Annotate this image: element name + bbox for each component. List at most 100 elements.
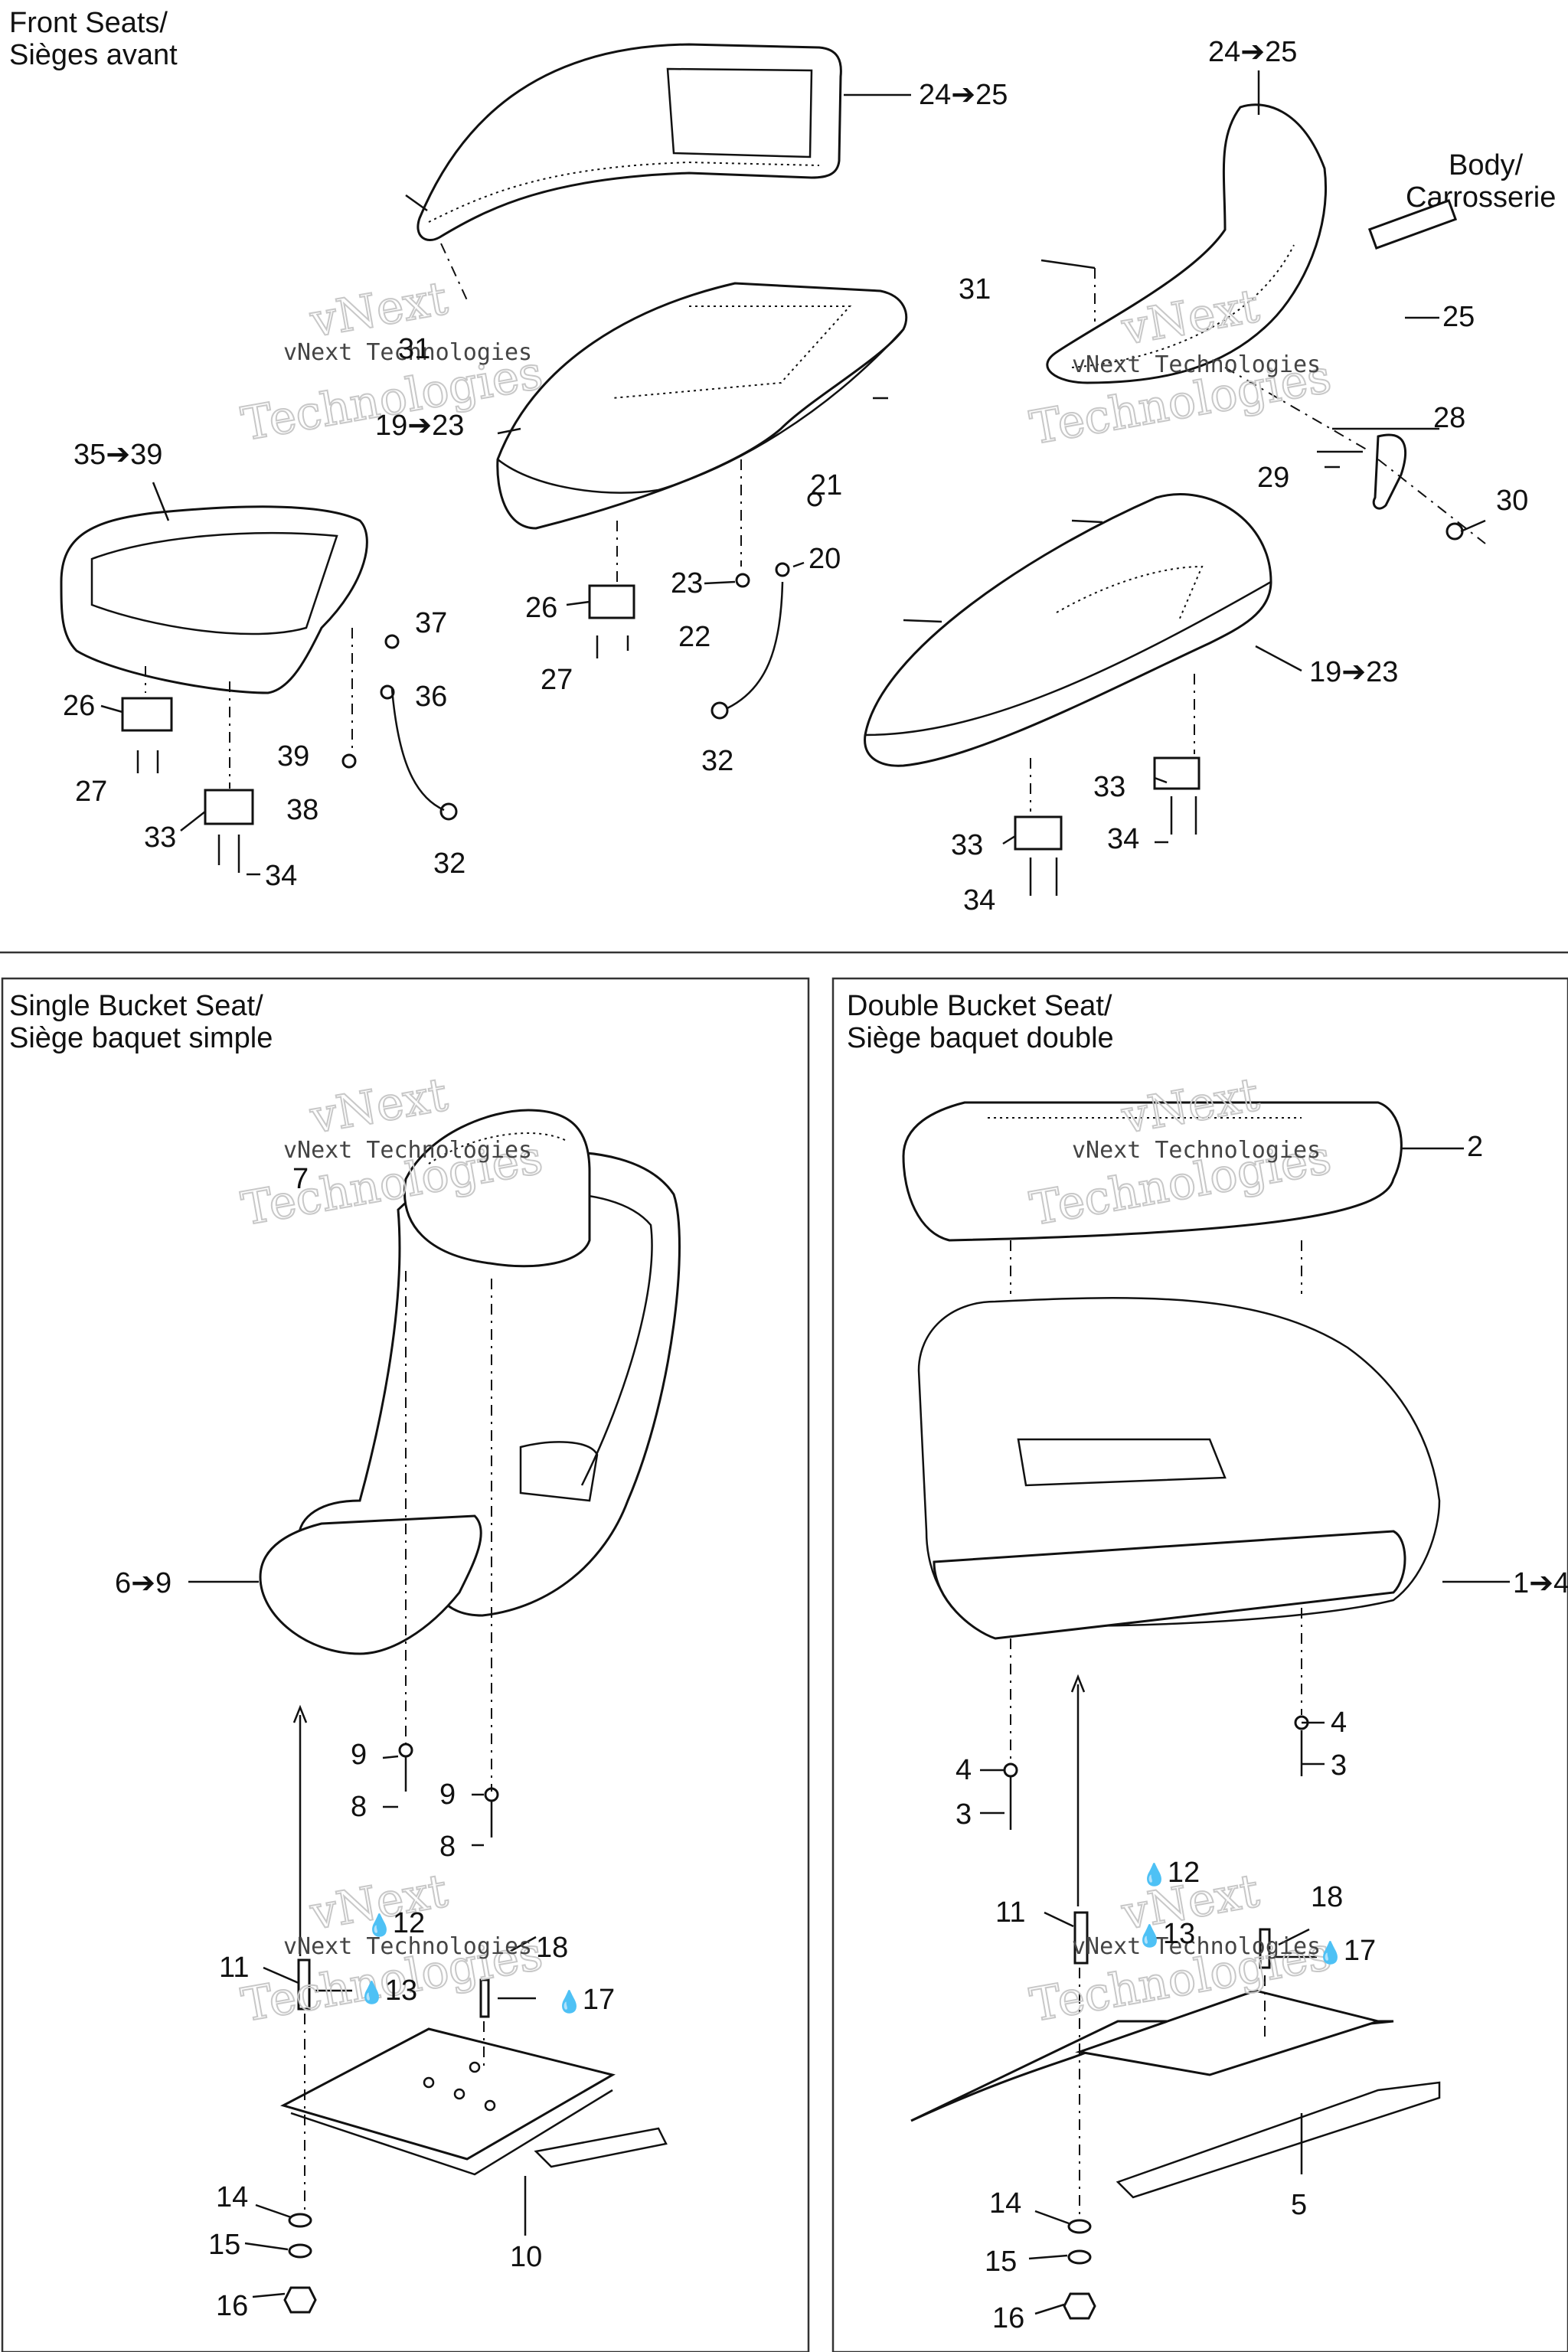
callout-24-25-b: 24➔25 bbox=[1208, 36, 1297, 68]
callout-15-double: 15 bbox=[985, 2246, 1017, 2278]
watermark-1s: vNext Technologies bbox=[283, 339, 532, 366]
callout-31-b: 31 bbox=[398, 333, 430, 365]
right-backrest bbox=[1046, 103, 1328, 384]
callout-16-single: 16 bbox=[216, 2290, 248, 2322]
callout-9-a: 9 bbox=[351, 1739, 367, 1771]
callout-13-double-num: 13 bbox=[1163, 1918, 1195, 1950]
callout-17-single-num: 17 bbox=[583, 1984, 615, 2016]
double-bucket-title-en: Double Bucket Seat/ bbox=[847, 990, 1112, 1022]
watermark-5s: vNext Technologies bbox=[283, 1933, 532, 1960]
callout-29: 29 bbox=[1257, 462, 1289, 494]
watermark-6s: vNext Technologies bbox=[1072, 1933, 1321, 1960]
callout-4-a: 4 bbox=[1331, 1707, 1347, 1739]
callout-34-a: 34 bbox=[1107, 823, 1139, 855]
single-bucket-frame bbox=[1, 977, 810, 2352]
callout-14-single: 14 bbox=[216, 2181, 248, 2213]
callout-32-a: 32 bbox=[701, 745, 733, 777]
callout-30: 30 bbox=[1496, 485, 1528, 517]
callout-28: 28 bbox=[1433, 402, 1465, 434]
hardware-front bbox=[121, 199, 1464, 896]
single-bucket-title-fr: Siège baquet simple bbox=[9, 1022, 273, 1054]
guide-lines-single bbox=[188, 1271, 537, 2298]
callouts-front: 24➔25 24➔25 25 28 29 30 31 31 19➔23 19➔2… bbox=[63, 36, 1528, 916]
double-bucket-base bbox=[910, 1715, 1441, 2320]
callout-27-b: 27 bbox=[75, 776, 107, 808]
callout-13-double: 💧13 bbox=[1136, 1918, 1195, 1950]
callout-33-c: 33 bbox=[144, 822, 176, 854]
drop-icon: 💧 bbox=[1136, 1923, 1163, 1949]
callout-3-b: 3 bbox=[956, 1798, 972, 1831]
callout-11-single: 11 bbox=[219, 1952, 249, 1984]
front-cushion bbox=[496, 282, 908, 530]
callout-4-b: 4 bbox=[956, 1754, 972, 1786]
callout-11-double: 11 bbox=[995, 1896, 1025, 1929]
watermark-2s: vNext Technologies bbox=[1072, 351, 1321, 378]
front-seats-title-en: Front Seats/ bbox=[9, 7, 168, 39]
callout-38: 38 bbox=[286, 794, 318, 826]
guide-lines-double bbox=[980, 1147, 1510, 2315]
callout-24-25-a: 24➔25 bbox=[919, 79, 1008, 111]
leader-lines-front bbox=[100, 70, 1486, 876]
callout-17-double-num: 17 bbox=[1344, 1935, 1376, 1967]
callout-19-23-b: 19➔23 bbox=[1309, 656, 1398, 688]
callout-20: 20 bbox=[808, 543, 841, 575]
callout-8-b: 8 bbox=[439, 1831, 456, 1863]
callout-9-b: 9 bbox=[439, 1779, 456, 1811]
callout-22: 22 bbox=[678, 621, 710, 653]
callout-27-a: 27 bbox=[541, 664, 573, 696]
callout-36: 36 bbox=[415, 681, 447, 713]
callout-2: 2 bbox=[1467, 1131, 1483, 1163]
callout-12-double: 💧12 bbox=[1141, 1857, 1200, 1889]
callout-5: 5 bbox=[1291, 2189, 1307, 2221]
callout-13-single: 💧13 bbox=[358, 1975, 417, 2007]
callout-17-single: 💧17 bbox=[556, 1984, 615, 2016]
single-bucket-seat bbox=[259, 1109, 681, 1655]
double-bucket-seat bbox=[902, 1101, 1441, 1640]
callout-10: 10 bbox=[510, 2241, 542, 2273]
watermark-3s: vNext Technologies bbox=[283, 1137, 532, 1164]
callout-37: 37 bbox=[415, 607, 447, 639]
guide-lines-front bbox=[145, 243, 1486, 812]
callout-33-b: 33 bbox=[951, 829, 983, 861]
front-seats-title-fr: Sièges avant bbox=[9, 39, 178, 71]
callout-23: 23 bbox=[671, 567, 703, 599]
callout-15-single: 15 bbox=[208, 2229, 240, 2261]
single-bucket-title-en: Single Bucket Seat/ bbox=[9, 990, 263, 1022]
callout-39: 39 bbox=[277, 740, 309, 773]
callout-31-a: 31 bbox=[959, 273, 991, 305]
callout-12-single-num: 12 bbox=[393, 1907, 425, 1939]
callout-19-23-a: 19➔23 bbox=[375, 410, 464, 442]
watermark-4s: vNext Technologies bbox=[1072, 1137, 1321, 1164]
body-title-en: Body/ bbox=[1449, 149, 1524, 181]
callout-26-b: 26 bbox=[63, 690, 95, 722]
callout-8-a: 8 bbox=[351, 1791, 367, 1823]
callout-34-b: 34 bbox=[963, 884, 995, 916]
callout-33-a: 33 bbox=[1093, 771, 1125, 803]
callout-14-double: 14 bbox=[989, 2187, 1021, 2220]
callout-34-c: 34 bbox=[265, 860, 297, 892]
front-backrest bbox=[405, 43, 842, 242]
callouts-single: 7 6➔9 9 8 9 8 💧12 11 💧13 18 💧17 10 14 15… bbox=[115, 1163, 615, 2322]
callout-25: 25 bbox=[1442, 301, 1475, 333]
single-bucket-base bbox=[280, 1743, 668, 2314]
double-bucket-title-fr: Siège baquet double bbox=[847, 1022, 1114, 1054]
callout-18-single: 18 bbox=[536, 1932, 568, 1964]
callout-13-single-num: 13 bbox=[385, 1975, 417, 2007]
drop-icon: 💧 bbox=[358, 1980, 385, 2005]
callout-18-double: 18 bbox=[1311, 1881, 1343, 1913]
callout-21: 21 bbox=[810, 469, 842, 501]
callout-12-single: 💧12 bbox=[366, 1907, 425, 1939]
double-bucket-frame bbox=[831, 977, 1568, 2352]
callout-7: 7 bbox=[292, 1163, 309, 1195]
left-cushion bbox=[60, 505, 368, 694]
drop-icon: 💧 bbox=[556, 1989, 583, 2014]
callout-26-a: 26 bbox=[525, 592, 557, 624]
callout-6-9: 6➔9 bbox=[115, 1567, 172, 1599]
callout-16-double: 16 bbox=[992, 2302, 1024, 2334]
callout-35-39: 35➔39 bbox=[74, 439, 162, 471]
callout-1-4: 1➔4 bbox=[1513, 1567, 1568, 1599]
callouts-double: 2 1➔4 4 3 4 3 💧12 11 💧13 18 💧17 5 14 15 … bbox=[956, 1131, 1568, 2334]
callout-12-double-num: 12 bbox=[1168, 1857, 1200, 1889]
drop-icon: 💧 bbox=[1141, 1862, 1168, 1887]
